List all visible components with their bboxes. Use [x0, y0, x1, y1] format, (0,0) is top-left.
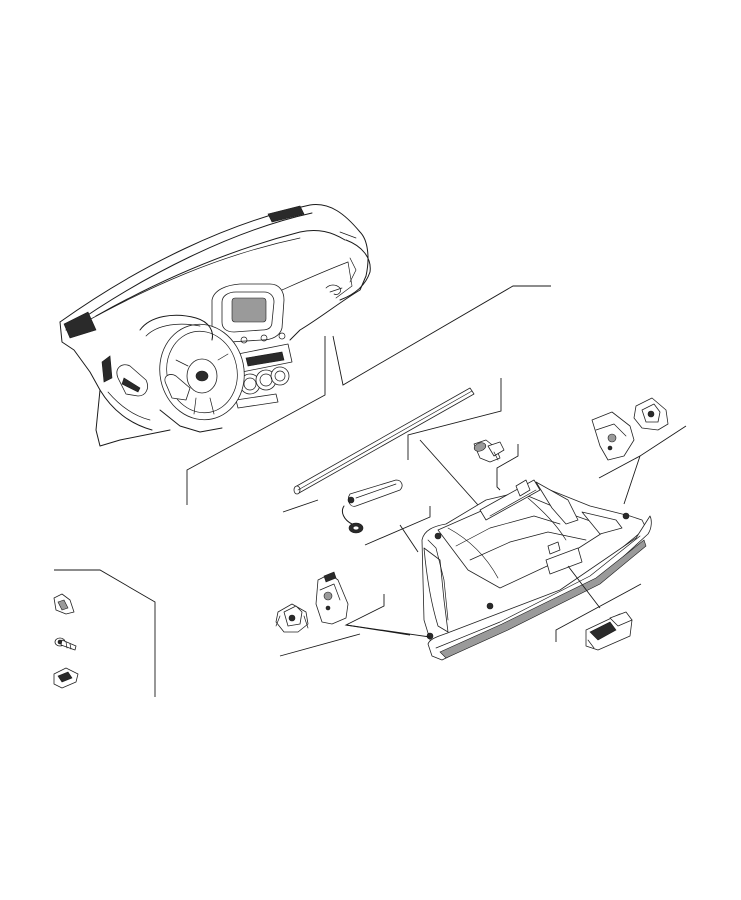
glove-box-damper-rod[interactable]: [293, 387, 475, 495]
leader-damper-rod: [407, 378, 502, 460]
leader-hardware: [54, 569, 156, 697]
glove-box-hinge-bracket-right[interactable]: [591, 411, 635, 461]
leader-glove-box: [344, 594, 411, 636]
leader-latch: [555, 583, 642, 642]
screw[interactable]: [54, 637, 77, 651]
glove-box-latch[interactable]: [585, 611, 633, 651]
leader-harness-3: [399, 524, 419, 553]
retainer-clip[interactable]: [53, 593, 75, 615]
glove-box-hinge-right[interactable]: [633, 397, 669, 431]
leader-glove-box-3: [279, 633, 361, 657]
glove-box-assembly[interactable]: [421, 479, 652, 661]
glove-box-hinge-bracket-left[interactable]: [315, 571, 349, 625]
leader-harness-2: [364, 506, 431, 546]
leader-instrument-panel-2: [332, 285, 551, 386]
leader-instrument-panel: [186, 336, 326, 505]
glove-box-bumper[interactable]: [473, 439, 505, 463]
leader-bumper: [496, 444, 519, 491]
leader-lamp-harness: [282, 499, 319, 513]
instrument-panel[interactable]: [59, 204, 371, 447]
leader-glove-box-2: [345, 624, 431, 638]
leader-hinge-right-2: [598, 455, 641, 479]
u-nut[interactable]: [53, 667, 79, 689]
glove-box-lamp-harness[interactable]: [341, 479, 403, 534]
glove-box-hinge-left[interactable]: [275, 603, 309, 633]
leader-latch-2: [567, 565, 601, 609]
leader-damper-rod-2: [419, 439, 479, 506]
